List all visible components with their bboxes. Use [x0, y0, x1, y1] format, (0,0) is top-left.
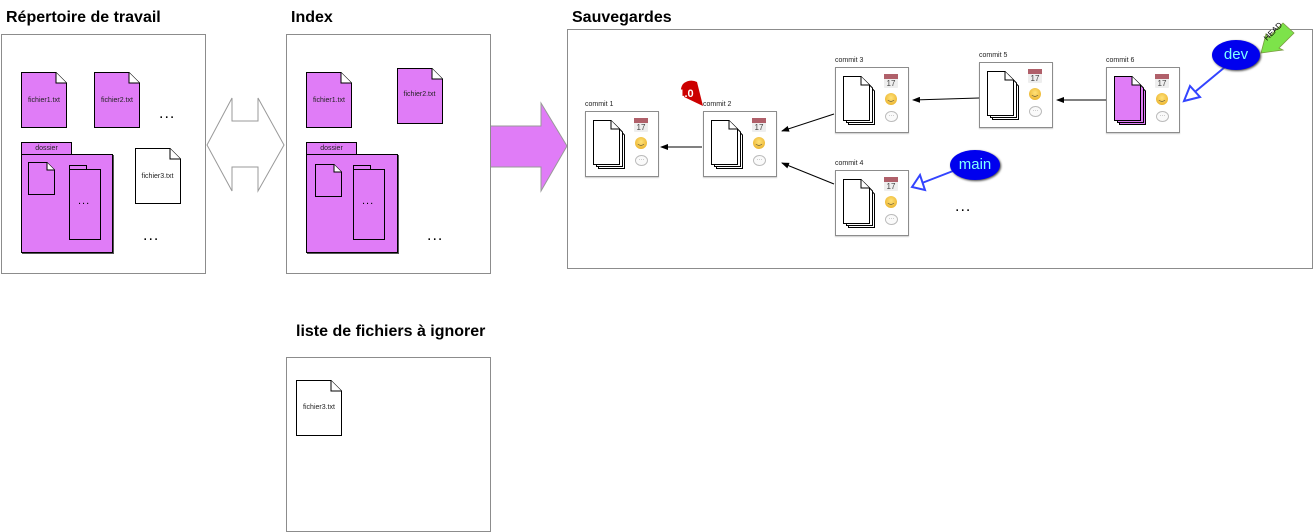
author-smiley-icon: ‿: [1156, 93, 1168, 105]
commit-box[interactable]: 17 ‿ …: [1106, 67, 1180, 133]
ellipsis: ...: [78, 195, 91, 207]
saves-title: Sauvegardes: [572, 9, 672, 26]
folder[interactable]: dossier ...: [21, 142, 113, 253]
commit-box[interactable]: 17 ‿ …: [585, 111, 659, 177]
calendar-icon: 17: [752, 118, 766, 132]
file-icon[interactable]: fichier2.txt: [397, 68, 443, 124]
commit-label: commit 1: [585, 101, 614, 108]
file-icon[interactable]: fichier2.txt: [94, 72, 140, 128]
commit-box[interactable]: 17 ‿ …: [835, 67, 909, 133]
index-panel: fichier1.txt fichier2.txt dossier ... ..…: [286, 34, 491, 274]
commit-label: commit 3: [835, 57, 864, 64]
calendar-icon: 17: [1155, 74, 1169, 88]
files-stack-icon: [1114, 76, 1146, 125]
author-smiley-icon: ‿: [885, 93, 897, 105]
files-stack-icon: [843, 179, 875, 228]
file-icon[interactable]: fichier3.txt: [135, 148, 181, 204]
commit-label: commit 4: [835, 160, 864, 167]
message-bubble-icon: …: [885, 214, 898, 225]
message-bubble-icon: …: [635, 155, 648, 166]
message-bubble-icon: …: [753, 155, 766, 166]
subfolder-icon: ...: [353, 165, 385, 240]
file-name: fichier2.txt: [101, 97, 133, 104]
file-icon: [28, 162, 55, 195]
author-smiley-icon: ‿: [885, 196, 897, 208]
saves-panel: [567, 29, 1313, 269]
commit-label: commit 5: [979, 52, 1008, 59]
commit-label: commit 6: [1106, 57, 1135, 64]
file-name: fichier3.txt: [303, 404, 335, 411]
files-stack-icon: [987, 71, 1019, 120]
message-bubble-icon: …: [1156, 111, 1169, 122]
file-icon[interactable]: fichier3.txt: [296, 380, 342, 436]
files-stack-icon: [711, 120, 743, 169]
ellipsis: ...: [159, 105, 176, 122]
file-name: fichier2.txt: [403, 91, 436, 98]
commit-label: commit 2: [703, 101, 732, 108]
index-title: Index: [291, 9, 333, 26]
message-bubble-icon: …: [885, 111, 898, 122]
ellipsis: ...: [427, 227, 444, 244]
files-stack-icon: [843, 76, 875, 125]
branch-main[interactable]: main: [950, 150, 1000, 180]
author-smiley-icon: ‿: [635, 137, 647, 149]
branch-dev[interactable]: dev: [1212, 40, 1260, 70]
file-name: fichier3.txt: [141, 173, 174, 180]
working-dir-panel: fichier1.txt fichier2.txt ... dossier ..…: [1, 34, 206, 274]
calendar-icon: 17: [884, 74, 898, 88]
calendar-icon: 17: [884, 177, 898, 191]
calendar-icon: 17: [634, 118, 648, 132]
file-icon[interactable]: fichier1.txt: [21, 72, 67, 128]
ellipsis: ...: [362, 195, 375, 207]
tag-text: 1.0: [678, 88, 694, 100]
working-dir-title: Répertoire de travail: [6, 9, 161, 26]
folder[interactable]: dossier ...: [306, 142, 398, 253]
file-icon[interactable]: fichier1.txt: [306, 72, 352, 128]
commit-box[interactable]: 17 ‿ …: [703, 111, 777, 177]
ignore-list-panel: fichier3.txt: [286, 357, 491, 532]
ignore-list-title: liste de fichiers à ignorer: [296, 323, 486, 340]
ellipsis: ...: [143, 227, 160, 244]
message-bubble-icon: …: [1029, 106, 1042, 117]
subfolder-icon: ...: [69, 165, 101, 240]
author-smiley-icon: ‿: [1029, 88, 1041, 100]
file-icon: [315, 164, 342, 197]
file-name: fichier1.txt: [313, 97, 345, 104]
file-name: fichier1.txt: [28, 97, 60, 104]
files-stack-icon: [593, 120, 625, 169]
commit-box[interactable]: 17 ‿ …: [835, 170, 909, 236]
ellipsis: ...: [955, 198, 972, 215]
commit-box[interactable]: 17 ‿ …: [979, 62, 1053, 128]
calendar-icon: 17: [1028, 69, 1042, 83]
author-smiley-icon: ‿: [753, 137, 765, 149]
